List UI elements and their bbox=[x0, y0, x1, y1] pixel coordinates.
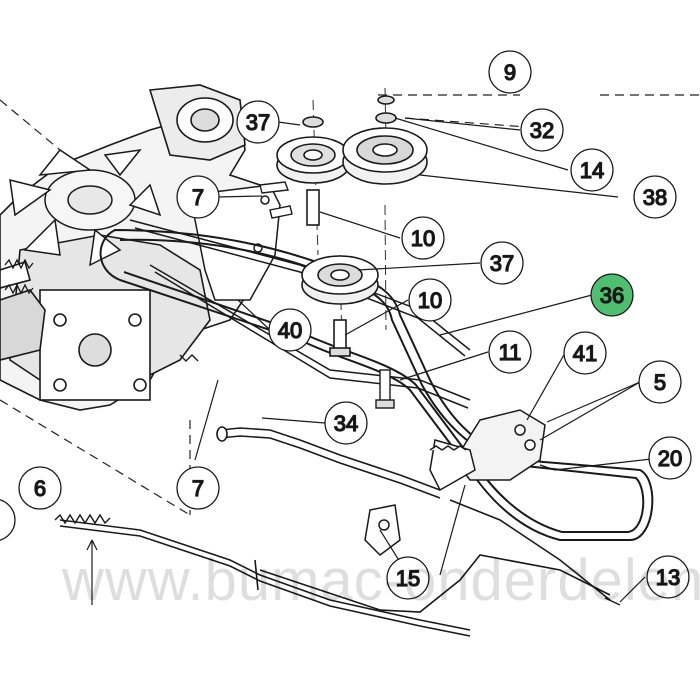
callout-7-upper: 7 bbox=[176, 175, 220, 219]
idler-pulley-middle bbox=[301, 255, 379, 357]
callout-37-middle: 37 bbox=[480, 241, 524, 285]
callout-10-lower: 10 bbox=[408, 278, 452, 322]
idler-pulley-upper-left bbox=[276, 116, 350, 226]
callout-13: 13 bbox=[646, 555, 690, 599]
callout-2-partial: 2 bbox=[0, 499, 16, 541]
highlight-circle bbox=[590, 273, 634, 317]
control-rods bbox=[59, 426, 611, 637]
clutch-lever-assembly bbox=[364, 409, 546, 556]
callout-15: 15 bbox=[386, 556, 430, 600]
callout-label: 10 bbox=[411, 226, 435, 251]
callout-40: 40 bbox=[268, 308, 312, 352]
callout-label: 13 bbox=[656, 565, 680, 590]
callout-label: 37 bbox=[490, 251, 514, 276]
callout-label: 14 bbox=[580, 158, 604, 183]
callout-label: 41 bbox=[573, 341, 597, 366]
callout-5: 5 bbox=[638, 360, 682, 404]
callout-label: 5 bbox=[654, 370, 666, 395]
callout-label: 36 bbox=[600, 283, 624, 308]
callout-label: 7 bbox=[192, 476, 204, 501]
callout-6: 6 bbox=[18, 466, 62, 510]
callout-14: 14 bbox=[570, 148, 614, 192]
callout-37-upper: 37 bbox=[236, 100, 280, 144]
callout-38: 38 bbox=[633, 175, 677, 219]
callout-label: 38 bbox=[643, 185, 667, 210]
callout-20: 20 bbox=[648, 436, 692, 480]
callout-label: 32 bbox=[530, 118, 554, 143]
callout-9-partial: 9 bbox=[488, 50, 532, 94]
callout-36-highlighted: 36 bbox=[590, 273, 634, 317]
callout-label: 37 bbox=[246, 110, 270, 135]
pulley-axis-lines bbox=[312, 87, 387, 351]
callout-32: 32 bbox=[520, 108, 564, 152]
bolts bbox=[259, 181, 395, 409]
spring-and-clips bbox=[54, 354, 621, 606]
cooling-fan bbox=[9, 148, 162, 267]
callout-label: 7 bbox=[192, 185, 204, 210]
callout-label: 34 bbox=[334, 411, 358, 436]
callout-label: 15 bbox=[396, 566, 420, 591]
watermark-text: www.bumac-onderdelen.nl bbox=[61, 548, 700, 613]
leader-lines bbox=[86, 117, 661, 605]
callout-label: 20 bbox=[658, 446, 682, 471]
callout-label: 40 bbox=[278, 318, 302, 343]
callout-11: 11 bbox=[488, 330, 532, 374]
callout-label: 10 bbox=[418, 288, 442, 313]
callout-label: 6 bbox=[34, 476, 46, 501]
callout-label: 11 bbox=[499, 340, 522, 365]
callout-10-upper: 10 bbox=[401, 216, 445, 260]
idler-pulley-upper-right bbox=[342, 95, 428, 185]
callout-label: 9 bbox=[504, 60, 516, 85]
left-springs bbox=[4, 258, 34, 295]
callout-34: 34 bbox=[324, 401, 368, 445]
callouts: 37 32 14 38 7 10 37 36 10 40 11 41 5 34 … bbox=[0, 50, 692, 600]
callout-7-lower: 7 bbox=[176, 466, 220, 510]
callout-41: 41 bbox=[563, 331, 607, 375]
